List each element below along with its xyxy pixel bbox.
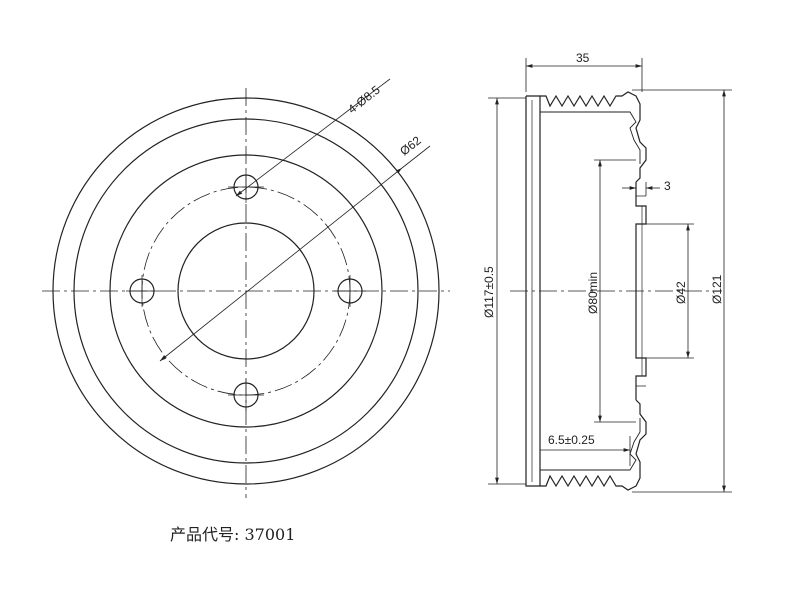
dim-flange-label: 3 (664, 179, 671, 193)
dim-width (525, 58, 643, 92)
bolt-hole-leader (235, 99, 363, 197)
dim-drum-diameter-label: Ø117±0.5 (482, 266, 496, 318)
dim-width-label: 35 (576, 51, 590, 65)
section-hub-flange (635, 182, 647, 400)
dim-outer-diameter-label: Ø121 (710, 274, 724, 304)
dim-lip-depth-label: 6.5±0.25 (548, 433, 595, 447)
rim-inner-circle (73, 118, 419, 464)
bolt-circle-dim-tail (401, 145, 431, 169)
dim-outer-diameter (632, 89, 732, 493)
bolt-hole-label: 4-Ø8.5 (345, 83, 383, 117)
product-code-caption: 产品代号: 37001 (170, 525, 295, 544)
bolt-circle-label: Ø62 (397, 133, 424, 158)
dim-hub-bore (646, 223, 694, 359)
front-view (42, 78, 450, 498)
dim-flange (622, 182, 660, 196)
bolt-circle-dim-line (159, 167, 403, 362)
section-bottom-wall (540, 399, 647, 491)
dim-lip-depth (540, 436, 631, 466)
outer-rim-circle (52, 97, 440, 485)
dim-min-bore (594, 159, 636, 423)
section-top-wall (540, 91, 647, 183)
dim-min-bore-label: Ø80min (586, 272, 600, 314)
section-view (510, 91, 722, 491)
dim-hub-bore-label: Ø42 (674, 281, 688, 304)
dim-drum-diameter (488, 97, 526, 485)
bolt-hole-leader-tail (361, 78, 391, 101)
